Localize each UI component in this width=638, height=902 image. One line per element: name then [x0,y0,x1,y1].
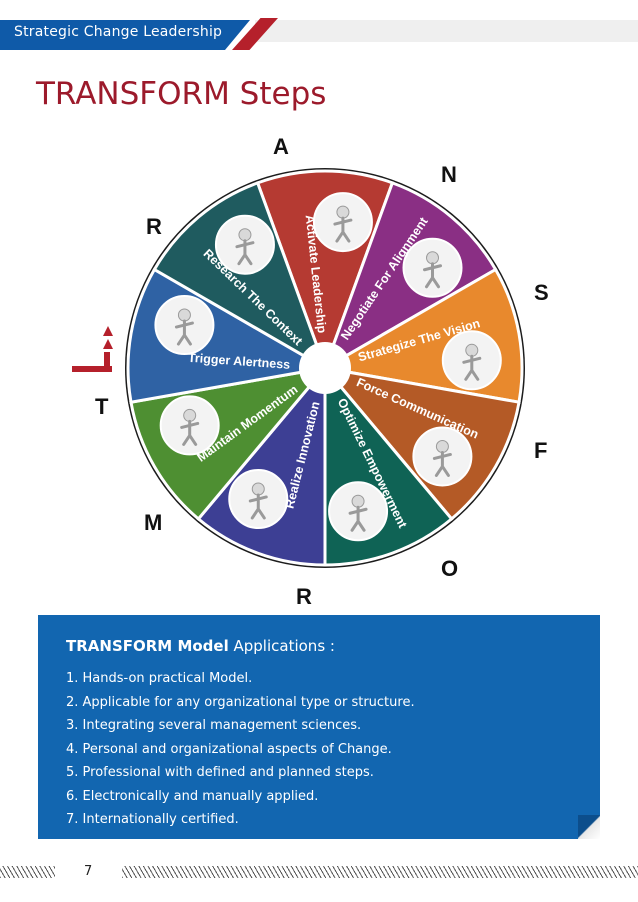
footer-rule-right [122,866,638,878]
applications-panel: TRANSFORM Model Applications : 1. Hands-… [38,615,600,839]
footer-rule-left [0,866,55,878]
figure-body-icon [174,319,194,346]
figure-head-icon [465,343,479,357]
figure-head-icon [183,408,197,422]
letter-m: M [144,510,163,535]
list-item: 5. Professional with defined and planned… [66,765,374,780]
page-curl [578,815,600,839]
figure-head-icon [177,308,191,322]
list-item: 4. Personal and organizational aspects o… [66,741,392,757]
list-item: 2. Applicable for any organizational typ… [66,694,415,710]
list-item: 1. Hands-on practical Model. [66,671,253,686]
list-item: 3. Integrating several management scienc… [66,718,362,733]
list-item: 6. Electronically and manually applied. [66,788,319,804]
letter-r-left: R [146,214,162,239]
letter-o: O [441,556,459,581]
applications-list: 1. Hands-on practical Model. 2. Applicab… [66,667,415,832]
figure-body-icon [180,419,200,446]
letter-f: F [534,438,548,463]
page-title: TRANSFORM Steps [36,76,327,112]
figure-head-icon [336,205,350,219]
figure-body-icon [462,354,482,381]
header-title: Strategic Change Leadership [14,24,223,40]
applications-heading-rest: Applications : [228,637,335,655]
figure-body-icon [333,216,353,243]
step-marker-icon [72,326,113,372]
applications-heading-bold: TRANSFORM Model [66,637,229,655]
figure-body-icon [248,493,268,520]
figure-head-icon [426,251,440,265]
page-number: 7 [84,864,93,879]
wheel-hub [299,342,351,394]
figure-body-icon [348,505,368,532]
wheel-segment [152,180,328,372]
figure-body-icon [235,239,255,266]
figure-head-icon [351,494,365,508]
figure-body-icon [423,262,443,289]
letter-t: T [95,394,109,419]
header-band [255,20,638,42]
letter-s: S [534,280,549,305]
figure-body-icon [432,450,452,477]
list-item: 7. Internationally certified. [66,812,239,827]
figure-head-icon [435,439,449,453]
letter-r-bottom: R [296,584,312,609]
letter-a: A [273,134,289,159]
header-tab [0,20,250,50]
wheel-segment [196,363,327,567]
figure-head-icon [238,228,252,242]
applications-heading: TRANSFORM Model Applications : [66,637,335,655]
letter-n: N [441,162,457,187]
figure-head-icon [251,482,265,496]
